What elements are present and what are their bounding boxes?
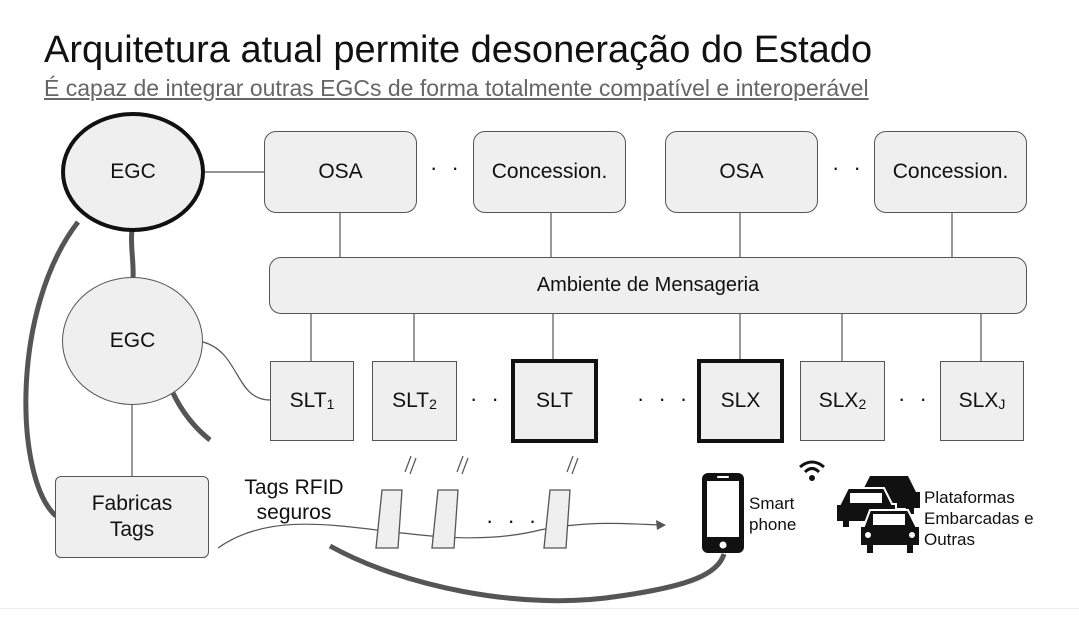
cars-icon [835, 476, 921, 555]
tags-rfid-line2: seguros [256, 501, 332, 524]
concession-box-2: Concession. [874, 131, 1027, 213]
concession-label-1: Concession. [491, 160, 608, 183]
tags-rfid-line1: Tags RFID [244, 476, 344, 499]
egc-top-label: EGC [110, 160, 156, 183]
platforms-line3: Outras [924, 530, 976, 549]
egc-mid-node: EGC [62, 277, 203, 405]
platforms-label: Plataformas Embarcadas e Outras [924, 487, 1034, 550]
messaging-environment: Ambiente de Mensageria [269, 257, 1027, 314]
smartphone-label: Smart phone [749, 493, 796, 535]
slxj-label: SLXJ [958, 389, 1006, 412]
slx2-label: SLX2 [818, 389, 867, 412]
slxj-box: SLXJ [940, 361, 1024, 441]
slt-main-label: SLT [536, 389, 573, 412]
slt1-box: SLT1 [270, 361, 354, 441]
smartphone-line2: phone [749, 515, 797, 534]
slt1-label: SLT1 [289, 389, 335, 412]
osa-label-2: OSA [719, 160, 764, 183]
slt-main-box: SLT [511, 359, 598, 443]
ellipsis-tags: · · · [486, 508, 541, 533]
wifi-icon [799, 460, 825, 481]
osa-box-2: OSA [665, 131, 818, 213]
slx-main-label: SLX [720, 389, 761, 412]
slt2-label: SLT2 [392, 389, 437, 412]
slx-main-box: SLX [697, 359, 784, 443]
osa-box-1: OSA [264, 131, 417, 213]
platforms-line1: Plataformas [924, 488, 1015, 507]
page-subtitle: É capaz de integrar outras EGCs de forma… [44, 75, 869, 101]
rfid-tag-icon [431, 489, 459, 549]
rfid-tag-icon [543, 489, 571, 549]
tags-rfid-label: Tags RFID seguros [238, 475, 350, 525]
concession-label-2: Concession. [892, 160, 1009, 183]
egc-top-node: EGC [61, 112, 205, 232]
rfid-tag-icon [375, 489, 403, 549]
bottom-divider [0, 608, 1079, 609]
ellipsis-slx: · · · [898, 386, 953, 411]
ellipsis-mid: · · · [637, 386, 692, 411]
slt2-box: SLT2 [372, 361, 457, 441]
fabricas-tags-box: Fabricas Tags [55, 476, 209, 558]
ellipsis-top-1: · · · [430, 155, 485, 180]
fabricas-line2: Tags [109, 518, 155, 541]
concession-box-1: Concession. [473, 131, 626, 213]
smartphone-line1: Smart [749, 494, 795, 513]
egc-mid-label: EGC [109, 329, 156, 352]
smartphone-icon [702, 473, 744, 553]
ellipsis-top-2: · · · [832, 155, 887, 180]
osa-label-1: OSA [318, 160, 363, 183]
page-title: Arquitetura atual permite desoneração do… [44, 29, 873, 71]
platforms-line2: Embarcadas e [924, 509, 1034, 528]
fabricas-line1: Fabricas [91, 492, 173, 515]
slx2-box: SLX2 [800, 361, 885, 441]
messaging-label: Ambiente de Mensageria [536, 274, 760, 296]
